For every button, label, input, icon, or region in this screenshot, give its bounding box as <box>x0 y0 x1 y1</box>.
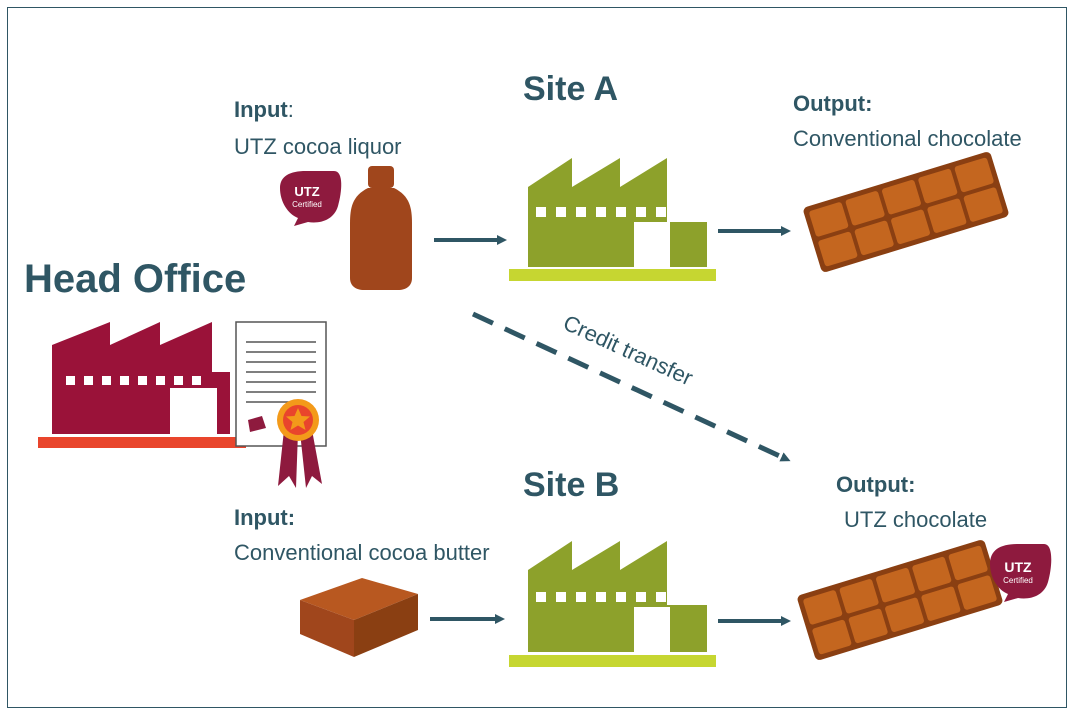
diagram-frame <box>7 7 1067 708</box>
input-a-heading-label: Input <box>234 97 288 122</box>
utz-badge-sub: Certified <box>292 200 322 209</box>
utz-output-badge-brand: UTZ <box>1004 559 1032 575</box>
output-a-value: Conventional chocolate <box>793 126 1022 151</box>
input-b-heading: Input: <box>234 505 296 530</box>
site-b-title: Site B <box>523 466 620 504</box>
utz-badge-brand: UTZ <box>294 184 319 199</box>
site-a-factory-icon <box>509 158 716 281</box>
input-a-value: UTZ cocoa liquor <box>234 134 402 159</box>
utz-certified-badge-icon: UTZ Certified <box>280 171 342 226</box>
cocoa-butter-block-icon <box>300 578 418 657</box>
input-a-heading: Input: <box>234 97 294 123</box>
conventional-chocolate-bar-icon <box>803 152 1009 272</box>
output-b-heading: Output: <box>836 472 916 497</box>
head-office-factory-icon <box>38 322 246 448</box>
site-a-title: Site A <box>523 70 619 108</box>
certificate-icon <box>235 321 327 488</box>
credit-transfer-label: Credit transfer <box>560 310 697 391</box>
output-b-value: UTZ chocolate <box>844 507 988 532</box>
utz-output-badge-sub: Certified <box>1003 576 1033 585</box>
credit-transfer-arrow <box>471 311 791 462</box>
site-b-factory-icon <box>509 541 716 667</box>
utz-certified-badge-output-icon: UTZ Certified <box>990 544 1052 602</box>
cocoa-liquor-bottle-icon <box>350 166 412 290</box>
head-office-title: Head Office <box>24 257 247 301</box>
input-a-heading-colon: : <box>287 97 294 122</box>
input-b-value: Conventional cocoa butter <box>234 540 490 565</box>
utz-chocolate-bar-icon <box>797 540 1003 660</box>
output-a-heading: Output: <box>793 91 873 116</box>
